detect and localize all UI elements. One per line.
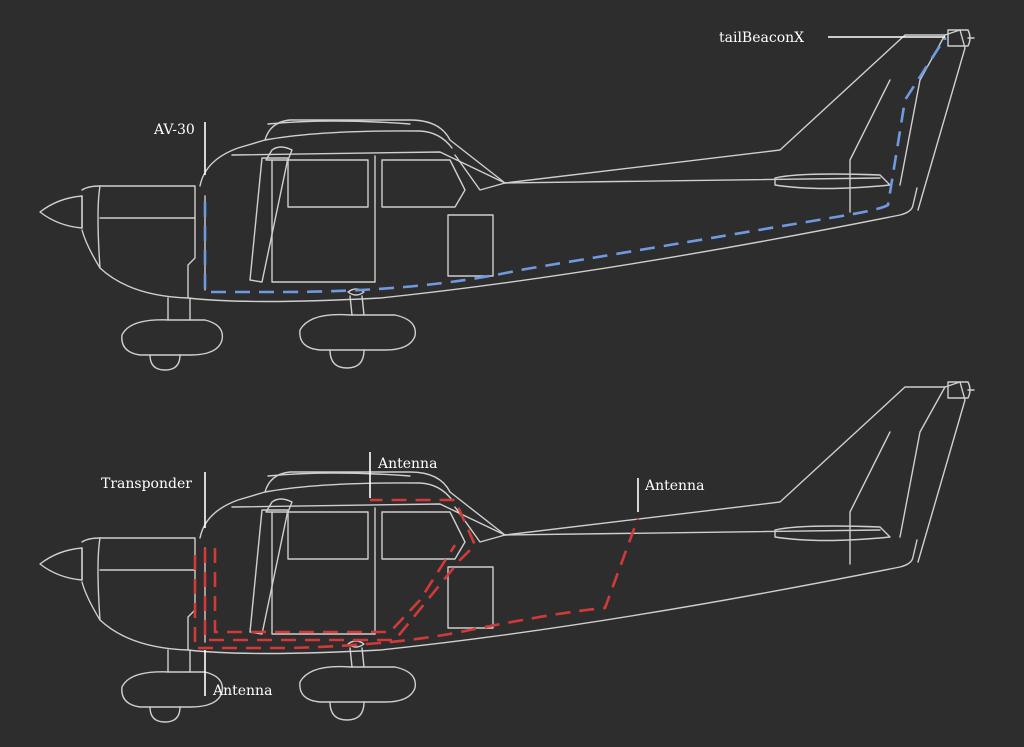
bottom-aircraft: Transponder Antenna Antenna Antenna (39, 381, 975, 723)
bottom-red-wiring-run-c (193, 517, 640, 650)
antenna-top-label: Antenna (377, 456, 437, 472)
tail-beacon-label: tailBeaconX (719, 30, 804, 46)
bottom-aircraft-outline (39, 381, 975, 723)
av30-label: AV-30 (153, 122, 195, 138)
top-aircraft: AV-30 tailBeaconX (39, 29, 975, 371)
bottom-red-wiring-run-b (213, 544, 457, 634)
top-aircraft-outline (39, 29, 975, 371)
antenna-tail-label: Antenna (644, 478, 704, 494)
bottom-red-wiring-run-a (203, 498, 477, 642)
top-blue-wiring-run (203, 36, 947, 294)
antenna-belly-label: Antenna (212, 683, 272, 699)
transponder-label: Transponder (101, 476, 192, 492)
